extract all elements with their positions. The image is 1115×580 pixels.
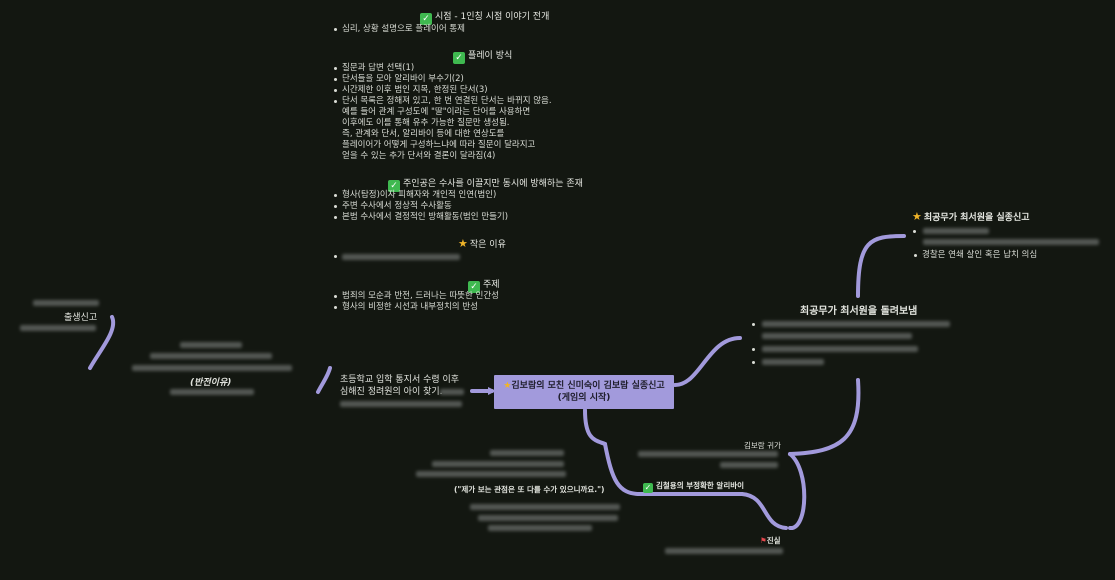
birth-report-node[interactable]: 출생신고 (64, 313, 98, 323)
check-icon: ✓ (388, 180, 400, 192)
viewpoint-list: 심리, 상황 설명으로 플레이어 통제 (333, 24, 465, 35)
return-home-node[interactable]: 김보람 귀가 (744, 441, 781, 450)
list-item: 심리, 상황 설명으로 플레이어 통제 (333, 24, 465, 35)
title-reason-title: 작은 이유 (469, 240, 506, 250)
connector-return-loop (788, 452, 807, 530)
connector-central-down (583, 408, 607, 446)
play-list: 질문과 답변 선택(1) 단서들을 모아 알리바이 부수기(2) 시간제한 이후… (333, 63, 552, 162)
redacted-text (923, 239, 1099, 245)
school-notice-node[interactable]: 초등학교 입학 통지서 수령 이후 심해진 정려원의 아이 찾기. (340, 375, 460, 397)
redacted-text (762, 333, 912, 339)
redacted-text (170, 389, 254, 395)
list-item: 질문과 답변 선택(1) (333, 63, 552, 74)
list-item: 단서 목록은 정해져 있고, 한 번 연결된 단서는 바뀌지 않음. 예를 들어… (333, 96, 552, 162)
star-icon: ★ (912, 210, 922, 223)
redacted-text (665, 548, 783, 554)
redacted-text (638, 451, 778, 457)
protagonist-header: ✓주인공은 수사를 이끌지만 동시에 방해하는 존재 (388, 176, 583, 192)
check-icon: ✓ (420, 13, 432, 25)
redacted-text (470, 504, 620, 510)
title-reason-header: ★작은 이유 (458, 237, 506, 250)
connector-send-down (788, 378, 861, 456)
redacted-text (132, 365, 292, 371)
redacted-text (20, 325, 96, 331)
star-icon: ★ (503, 381, 512, 391)
viewpoint-title: 시점 - 1인칭 시점 이야기 전개 (435, 12, 550, 22)
central-node[interactable]: ★김보람의 모친 신미숙이 김보람 실종신고 (게임의 시작) (494, 375, 674, 409)
list-item: 시간제한 이후 범인 지목, 한정된 단서(3) (333, 85, 552, 96)
list-item: 단서들을 모아 알리바이 부수기(2) (333, 74, 552, 85)
connector-birth (88, 315, 116, 370)
redacted-text (340, 401, 462, 407)
protagonist-list: 형사(탐정)이자 피해자와 개인적 인연(범인) 주변 수사에서 정상적 수사활… (333, 190, 508, 223)
connector-to-alibi (603, 442, 744, 496)
redacted-text (923, 228, 989, 234)
connector-central-to-send (673, 336, 742, 387)
redacted-text (762, 346, 918, 352)
alibi-label: 김철용의 부정확한 알리바이 (656, 481, 745, 490)
redacted-text (180, 342, 242, 348)
alibi-node[interactable]: ✓김철용의 부정확한 알리바이 (643, 480, 744, 493)
check-icon: ✓ (643, 483, 653, 493)
central-node-label: 김보람의 모친 신미숙이 김보람 실종신고 (게임의 시작) (511, 381, 665, 403)
theme-header: ✓주제 (468, 277, 500, 293)
redacted-text (490, 450, 564, 456)
redacted-text (342, 254, 460, 260)
check-icon: ✓ (453, 52, 465, 64)
redacted-text (33, 300, 99, 306)
list-item: 경찰은 연쇄 살인 혹은 납치 의심 (913, 250, 1037, 261)
play-title: 플레이 방식 (468, 51, 513, 61)
star-icon: ★ (458, 237, 468, 250)
missing-report-items: 경찰은 연쇄 살인 혹은 납치 의심 (913, 250, 1037, 261)
send-away-node[interactable]: 최공무가 최서원을 돌려보냄 (800, 306, 918, 317)
redacted-text (720, 462, 778, 468)
truth-node[interactable]: ⚑진실 (760, 535, 781, 546)
list-item: 주변 수사에서 정상적 수사활동 (333, 201, 508, 212)
redacted-text (416, 471, 566, 477)
missing-report-title: 최공무가 최서원을 실종신고 (923, 213, 1030, 223)
truth-label: 진실 (766, 536, 781, 545)
redacted-text (762, 359, 824, 365)
theme-title: 주제 (483, 280, 500, 290)
play-header: ✓플레이 방식 (453, 48, 512, 64)
connector-alibi-to-truth (740, 492, 788, 530)
redacted-text (440, 389, 464, 395)
redacted-text (488, 525, 592, 531)
list-item: 본범 수사에서 결정적인 방해활동(범인 만들기) (333, 212, 508, 223)
redacted-text (432, 461, 564, 467)
list-item: 형사(탐정)이자 피해자와 개인적 인연(범인) (333, 190, 508, 201)
connector-school (316, 366, 332, 394)
protagonist-title: 주인공은 수사를 이끌지만 동시에 방해하는 존재 (403, 179, 583, 189)
flag-icon: ⚑ (760, 536, 767, 545)
reversal-reason-node[interactable]: (반전이유) (190, 378, 232, 388)
connector-send-to-missing (856, 234, 906, 298)
redacted-text (478, 515, 618, 521)
missing-report-header[interactable]: ★최공무가 최서원을 실종신고 (912, 210, 1030, 223)
check-icon: ✓ (468, 281, 480, 293)
viewpoint-header: ✓시점 - 1인칭 시점 이야기 전개 (420, 9, 549, 25)
theme-list: 범죄의 모순과 반전, 드러나는 따뜻한 인간성 형사의 비정한 시선과 내부정… (333, 291, 499, 313)
quote-node[interactable]: ("제가 보는 관점은 또 다를 수가 있으니까요.") (454, 485, 605, 494)
list-item: 범죄의 모순과 반전, 드러나는 따뜻한 인간성 (333, 291, 499, 302)
redacted-text (150, 353, 272, 359)
redacted-text (762, 321, 950, 327)
list-item: 형사의 비정한 시선과 내부정치의 반성 (333, 302, 499, 313)
